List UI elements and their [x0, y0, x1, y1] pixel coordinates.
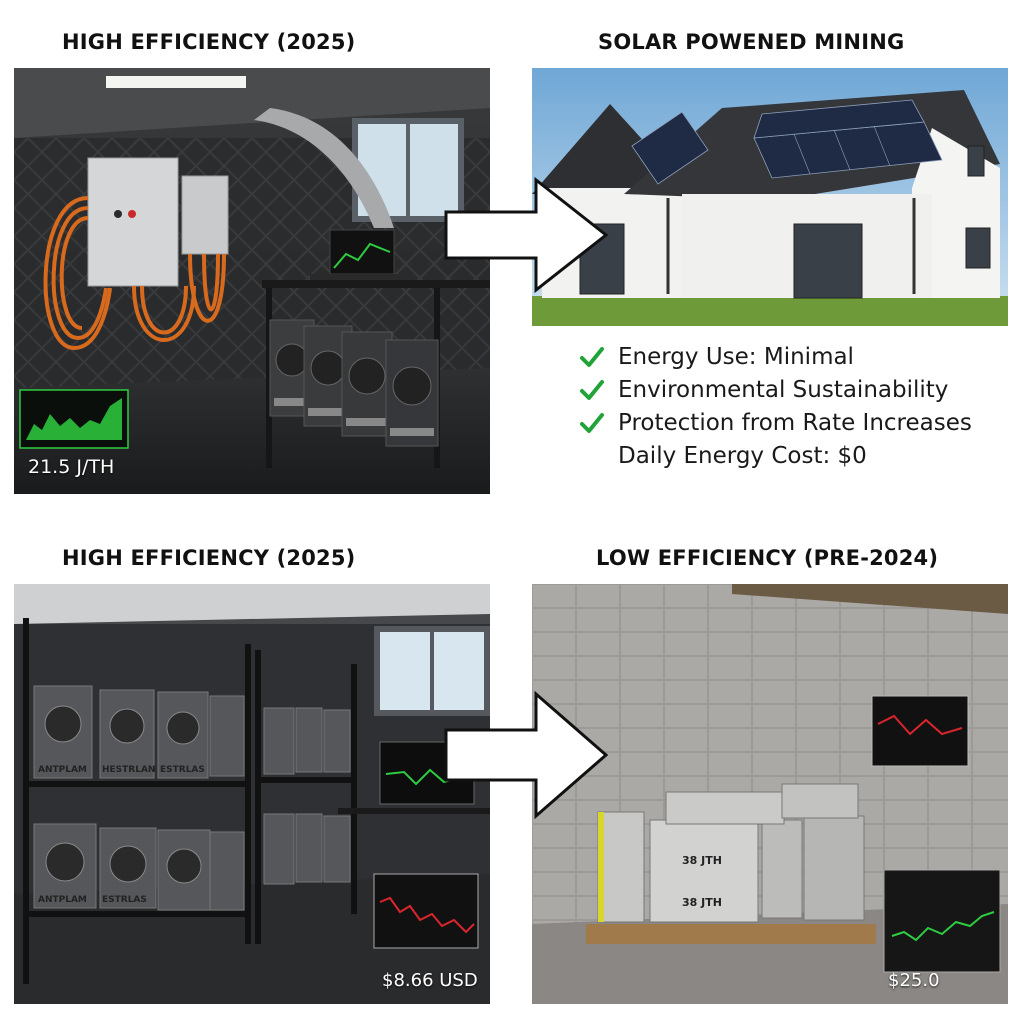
miner-label: ESTRLAS	[102, 895, 147, 905]
heading-top-right: SOLAR POWENED MINING	[598, 30, 905, 54]
solar-benefits-list: Energy Use: Minimal Environmental Sustai…	[580, 340, 1000, 472]
efficiency-chart-inset	[19, 389, 129, 449]
list-item-label: Environmental Sustainability	[618, 376, 949, 403]
mining-rack-image-bottom-left: ANTPLAM HESTRLAN ESTRLAS ANTPLAM ESTRLAS…	[14, 584, 490, 1004]
miner-stack	[586, 783, 876, 944]
list-item: Protection from Rate Increases	[580, 406, 1000, 439]
list-item: Daily Energy Cost: $0	[580, 439, 1000, 472]
miner-row-top-left	[269, 319, 439, 447]
electrical-panel	[87, 157, 179, 287]
list-item: Environmental Sustainability	[580, 373, 1000, 406]
solar-house-image	[532, 68, 1008, 326]
cost-readout: $25.0	[888, 970, 940, 991]
ceiling-light	[106, 76, 246, 88]
heading-bottom-right: LOW EFFICIENCY (PRE-2024)	[596, 546, 939, 570]
list-item-label: Energy Use: Minimal	[618, 343, 854, 370]
door	[793, 223, 863, 299]
miner-label: 38 JTH	[682, 896, 722, 909]
mining-room-image-top-left: 21.5 J/TH	[14, 68, 490, 494]
miner-label: ANTPLAM	[38, 895, 87, 905]
list-item-label: Protection from Rate Increases	[618, 409, 972, 436]
miner-label: HESTRLAN	[102, 765, 155, 775]
check-icon	[580, 412, 618, 434]
power-cables	[43, 196, 226, 351]
price-readout-usd: $8.66 USD	[382, 970, 478, 991]
efficiency-readout: 21.5 J/TH	[28, 456, 115, 478]
list-item: Energy Use: Minimal	[580, 340, 1000, 373]
heading-top-left: HIGH EFFICIENCY (2025)	[62, 30, 356, 54]
miner-label: ANTPLAM	[38, 765, 87, 775]
price-chart-inset	[373, 873, 479, 949]
cost-chart-inset	[883, 869, 1001, 973]
check-icon	[580, 346, 618, 368]
right-arrow-icon	[444, 690, 609, 820]
solar-panels	[631, 99, 943, 185]
miner-label: 38 JTH	[682, 854, 722, 867]
lawn	[532, 296, 1008, 326]
check-icon	[580, 379, 618, 401]
list-item-label: Daily Energy Cost: $0	[618, 442, 867, 469]
miner-grid	[33, 685, 351, 911]
heading-bottom-left: HIGH EFFICIENCY (2025)	[62, 546, 356, 570]
garage-mining-image-bottom-right: 38 JTH 38 JTH $25.0	[532, 584, 1008, 1004]
miner-label: ESTRLAS	[160, 765, 205, 775]
air-duct	[254, 108, 394, 228]
right-arrow-icon	[444, 176, 609, 294]
